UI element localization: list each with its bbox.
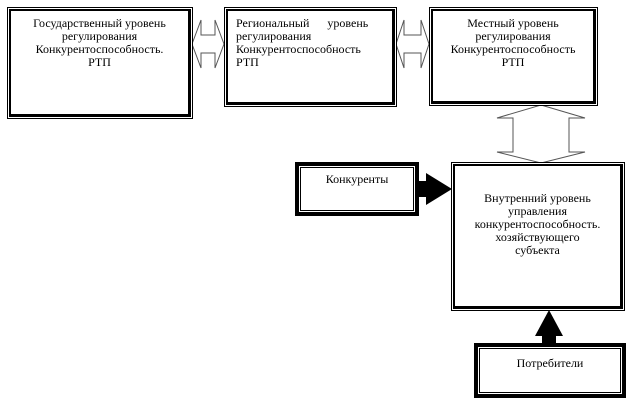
text-line: Потребители: [516, 356, 584, 370]
text-line: Местный уровень: [467, 16, 559, 30]
text-line: РТП: [88, 55, 111, 69]
double-arrow-local-internal: [496, 104, 586, 164]
text-line: регулирования: [236, 29, 312, 43]
text-line: Конкурентоспособность: [450, 42, 576, 56]
text-line: регулирования: [61, 29, 138, 43]
text-line: управления: [508, 204, 567, 218]
box-internal-level-text: Внутренний уровень управления конкуренто…: [453, 164, 623, 309]
text-line: Внутренний уровень: [484, 191, 591, 205]
arrow-competitors-internal: [418, 173, 452, 205]
box-competitors-text: Конкуренты: [300, 167, 414, 211]
text-line: регулирования: [475, 29, 551, 43]
box-consumers: Потребители: [474, 343, 626, 398]
double-arrow-regional-local: [395, 19, 430, 69]
text-line: РТП: [501, 55, 525, 69]
box-consumers-text: Потребители: [479, 348, 621, 393]
text-line: субъекта: [515, 243, 560, 257]
text-line: Конкурентоспособность.: [35, 42, 164, 56]
box-competitors: Конкуренты: [295, 162, 419, 216]
box-state-level: Государственный уровень регулирования Ко…: [7, 7, 193, 119]
box-internal-level: Внутренний уровень управления конкуренто…: [451, 162, 625, 311]
text-line: хозяйствующего: [495, 230, 580, 244]
arrow-consumers-internal: [535, 310, 563, 343]
double-arrow-state-regional: [191, 19, 225, 69]
text-line: конкурентоспособность.: [474, 217, 601, 231]
text-line: РТП: [236, 55, 259, 69]
box-regional-level: Региональный уровень регулирования Конку…: [224, 7, 397, 107]
text-line: Конкуренты: [325, 172, 389, 186]
box-local-level: Местный уровень регулирования Конкуренто…: [429, 7, 598, 106]
box-local-level-text: Местный уровень регулирования Конкуренто…: [431, 9, 596, 104]
text-line: Государственный уровень: [33, 16, 166, 30]
text-line: Региональный уровень: [236, 16, 369, 30]
box-regional-level-text: Региональный уровень регулирования Конку…: [226, 9, 395, 105]
text-line: Конкурентоспособность: [236, 42, 361, 56]
box-state-level-text: Государственный уровень регулирования Ко…: [9, 9, 191, 117]
